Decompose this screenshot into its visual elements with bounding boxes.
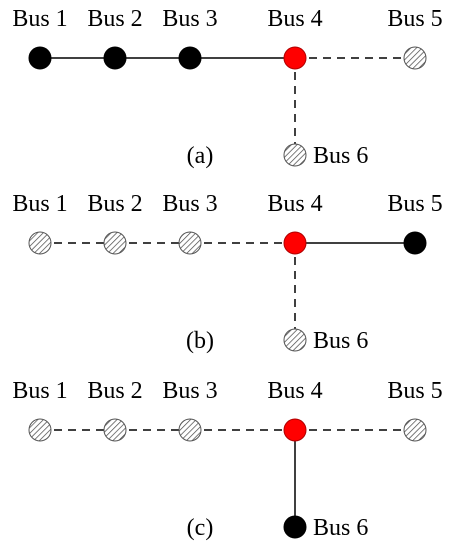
bus5-label: Bus 5 <box>387 378 442 404</box>
bus1-node <box>28 231 52 255</box>
panel-caption: (a) <box>187 143 214 169</box>
panel-caption: (c) <box>187 515 214 541</box>
bus6-node <box>283 143 307 167</box>
bus2-node <box>103 418 127 442</box>
bus5-node <box>403 231 427 255</box>
bus3-node <box>178 418 202 442</box>
bus4-node <box>283 46 307 70</box>
bus1-label: Bus 1 <box>12 378 67 404</box>
bus1-node <box>28 46 52 70</box>
bus2-label: Bus 2 <box>87 6 142 32</box>
bus3-label: Bus 3 <box>162 6 217 32</box>
bus2-label: Bus 2 <box>87 191 142 217</box>
panel-c: Bus 1 Bus 2 Bus 3 Bus 4 Bus 5 Bus 6 (c) <box>12 378 442 541</box>
bus1-label: Bus 1 <box>12 191 67 217</box>
bus6-label: Bus 6 <box>313 328 368 354</box>
panel-a: Bus 1 Bus 2 Bus 3 Bus 4 Bus 5 Bus 6 (a) <box>12 6 442 169</box>
bus3-label: Bus 3 <box>162 378 217 404</box>
bus4-node <box>283 418 307 442</box>
bus3-node <box>178 231 202 255</box>
bus4-node <box>283 231 307 255</box>
bus4-label: Bus 4 <box>267 6 322 32</box>
bus5-label: Bus 5 <box>387 191 442 217</box>
bus2-label: Bus 2 <box>87 378 142 404</box>
panel-b: Bus 1 Bus 2 Bus 3 Bus 4 Bus 5 Bus 6 (b) <box>12 191 442 354</box>
bus5-node <box>403 46 427 70</box>
bus6-label: Bus 6 <box>313 143 368 169</box>
bus6-node <box>283 328 307 352</box>
bus5-label: Bus 5 <box>387 6 442 32</box>
bus1-node <box>28 418 52 442</box>
bus4-label: Bus 4 <box>267 378 322 404</box>
bus3-label: Bus 3 <box>162 191 217 217</box>
panel-caption: (b) <box>186 328 214 354</box>
bus2-node <box>103 231 127 255</box>
bus3-node <box>178 46 202 70</box>
bus5-node <box>403 418 427 442</box>
bus2-node <box>103 46 127 70</box>
bus6-node <box>283 515 307 539</box>
bus1-label: Bus 1 <box>12 6 67 32</box>
bus4-label: Bus 4 <box>267 191 322 217</box>
bus6-label: Bus 6 <box>313 515 368 541</box>
